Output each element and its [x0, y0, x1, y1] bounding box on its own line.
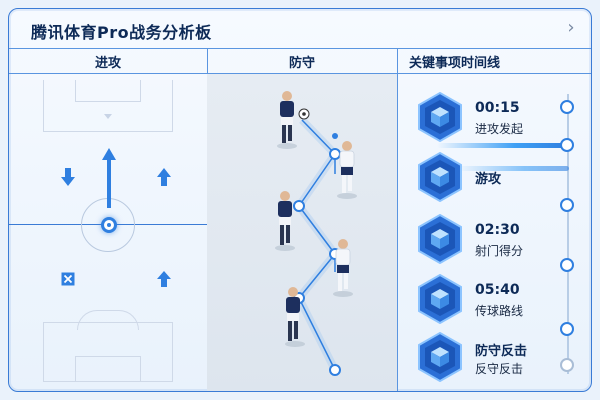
- hexagon-cube-icon: [418, 92, 462, 142]
- penalty-box-top: [43, 80, 173, 132]
- defense-panel: [207, 73, 397, 391]
- target-icon[interactable]: [101, 217, 117, 233]
- app-title: 腾讯体育Pro战务分析板: [31, 23, 212, 42]
- column-divider: [397, 49, 398, 391]
- hexagon-cube-icon: [418, 332, 462, 382]
- timeline-item[interactable]: 防守反击 反守反击: [397, 330, 591, 388]
- arrow-up-icon: [157, 271, 171, 287]
- attack-pitch: [9, 73, 207, 391]
- hexagon-cube-icon: [418, 274, 462, 324]
- defense-column-header: 防守: [288, 55, 315, 71]
- close-box-icon: [61, 272, 75, 286]
- timeline-label: 游攻: [475, 172, 502, 187]
- timeline-item[interactable]: 02:30 射门得分: [397, 212, 591, 270]
- hexagon-cube-icon: [418, 152, 462, 202]
- attack-column-header: 进攻: [94, 55, 121, 71]
- title-bar: 腾讯体育Pro战务分析板 ›: [9, 9, 591, 49]
- player-attacker-2[interactable]: [275, 191, 295, 251]
- timeline-time: 00:15: [475, 100, 520, 116]
- player-defender-1[interactable]: [337, 141, 357, 199]
- timeline-dot[interactable]: [560, 138, 574, 152]
- timeline-label: 射门得分: [475, 244, 524, 258]
- timeline-dot[interactable]: [560, 100, 574, 114]
- timeline-item[interactable]: 00:15 进攻发起: [397, 90, 591, 148]
- timeline-label: 进攻发起: [475, 122, 524, 136]
- player-defender-2[interactable]: [333, 239, 353, 297]
- timeline-highlight-bar: [457, 166, 569, 171]
- goal-box-bottom: [75, 356, 141, 382]
- penalty-arc: [77, 310, 139, 330]
- timeline-column-header: 关键事项时间线: [409, 55, 501, 71]
- player-attacker-3[interactable]: [285, 287, 305, 347]
- timeline-panel: 00:15 进攻发起 游攻 02:30 射门得分: [397, 73, 591, 391]
- defense-diagram: [275, 91, 357, 376]
- timeline-label: 传球路线: [475, 304, 524, 318]
- timeline-time: 02:30: [475, 222, 520, 238]
- arrow-up-icon: [102, 148, 116, 208]
- player-attacker-1[interactable]: [277, 91, 297, 149]
- tactics-board: 腾讯体育Pro战务分析板 › 进攻 防守 关键事项时间线: [8, 8, 592, 392]
- soccer-ball-icon: [298, 108, 310, 120]
- timeline-dot[interactable]: [560, 358, 574, 372]
- timeline-dot[interactable]: [560, 198, 574, 212]
- timeline-highlight-bar: [437, 143, 567, 148]
- timeline-item[interactable]: 05:40 传球路线: [397, 272, 591, 330]
- timeline-time: 防守反击: [475, 344, 528, 359]
- hexagon-cube-icon: [418, 214, 462, 264]
- timeline-dot[interactable]: [560, 258, 574, 272]
- timeline-dot[interactable]: [560, 322, 574, 336]
- penalty-spot-icon: [104, 114, 112, 119]
- timeline-item[interactable]: 游攻: [397, 150, 591, 208]
- timeline-label: 反守反击: [475, 362, 524, 376]
- timeline-time: 05:40: [475, 282, 520, 298]
- arrow-up-icon: [157, 168, 171, 186]
- goal-box-top: [75, 80, 141, 102]
- timeline-track: [567, 94, 569, 374]
- chevron-right-icon[interactable]: ›: [567, 17, 575, 38]
- arrow-down-icon: [61, 168, 75, 186]
